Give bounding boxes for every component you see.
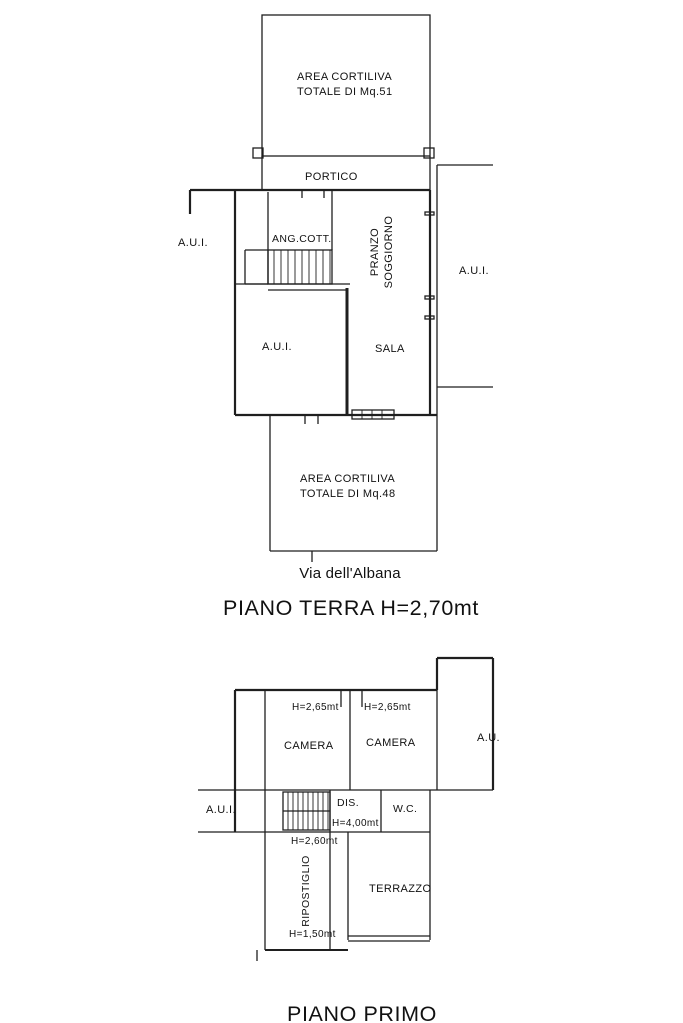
au-right-label: A.U. bbox=[477, 732, 500, 744]
dis-label: DIS. bbox=[337, 797, 359, 809]
terrace-parapet bbox=[348, 935, 430, 942]
portico-column-left bbox=[252, 147, 264, 159]
party-wall-horizontal bbox=[235, 283, 350, 291]
courtyard-bottom-label-line2: TOTALE DI Mq.48 bbox=[300, 488, 395, 500]
window-right-3 bbox=[424, 315, 435, 320]
ang-cott-label: ANG.COTT. bbox=[272, 233, 332, 245]
street-name-label: Via dell'Albana bbox=[299, 565, 401, 582]
portico-door-ticks bbox=[301, 190, 325, 198]
aui-right-label: A.U.I. bbox=[459, 265, 489, 277]
portico-label: PORTICO bbox=[305, 171, 358, 183]
first-floor-title: PIANO PRIMO bbox=[287, 1002, 437, 1023]
stairs-treads bbox=[273, 250, 331, 284]
terrazzo-label: TERRAZZO bbox=[369, 883, 432, 895]
courtyard-top-outline bbox=[261, 14, 431, 157]
dis-height-label: H=4,00mt bbox=[332, 818, 379, 829]
aui-inner-label: A.U.I. bbox=[262, 341, 292, 353]
camera-right-label: CAMERA bbox=[366, 737, 416, 749]
first-floor-labels: H=2,65mt H=2,65mt CAMERA CAMERA A.U. A.U… bbox=[206, 702, 500, 1023]
aui-left-first-label: A.U.I. bbox=[206, 804, 236, 816]
stairs-first-treads bbox=[287, 792, 329, 830]
stairs-landing bbox=[244, 249, 268, 285]
portico-walls bbox=[261, 156, 431, 190]
ground-floor: AREA CORTILIVA TOTALE DI Mq.51 PORTICO A… bbox=[178, 14, 493, 620]
window-right-1 bbox=[424, 211, 435, 216]
landing-height-label: H=2,60mt bbox=[291, 836, 338, 847]
camera-partition-ticks bbox=[340, 690, 363, 707]
courtyard-bottom-label-line1: AREA CORTILIVA bbox=[300, 473, 395, 485]
courtyard-bottom-outline bbox=[269, 387, 438, 552]
ripostiglio-height-label: H=1,50mt bbox=[289, 929, 336, 940]
first-floor-walls bbox=[198, 656, 495, 961]
first-floor-outer-walls bbox=[233, 656, 495, 832]
first-floor-vertical-walls bbox=[264, 690, 438, 950]
camera-right-height-label: H=2,65mt bbox=[364, 702, 411, 713]
camera-left-label: CAMERA bbox=[284, 740, 334, 752]
ground-floor-walls bbox=[188, 14, 493, 562]
neighbour-right-outline bbox=[436, 164, 493, 388]
sala-window-panes bbox=[361, 410, 383, 419]
wc-label: W.C. bbox=[393, 803, 417, 815]
window-right-2 bbox=[424, 295, 435, 300]
ripostiglio-label: RIPOSTIGLIO bbox=[300, 855, 312, 927]
portico-column-right bbox=[423, 147, 435, 159]
camera-left-height-label: H=2,65mt bbox=[292, 702, 339, 713]
ground-floor-labels: AREA CORTILIVA TOTALE DI Mq.51 PORTICO A… bbox=[178, 71, 489, 620]
courtyard-door-ticks bbox=[304, 415, 319, 424]
aui-left-label: A.U.I. bbox=[178, 237, 208, 249]
courtyard-top-label-line1: AREA CORTILIVA bbox=[297, 71, 392, 83]
first-floor-horizontal-walls bbox=[198, 789, 493, 833]
courtyard-top-label-line2: TOTALE DI Mq.51 bbox=[297, 86, 392, 98]
stairs-outline bbox=[267, 249, 333, 285]
pranzo-label: PRANZO bbox=[369, 228, 381, 276]
sala-window bbox=[351, 409, 395, 420]
soggiorno-label: SOGGIORNO bbox=[383, 216, 395, 289]
sala-label: SALA bbox=[375, 343, 405, 355]
ground-floor-title: PIANO TERRA H=2,70mt bbox=[223, 596, 479, 620]
building-outer-walls bbox=[188, 188, 437, 417]
first-floor: H=2,65mt H=2,65mt CAMERA CAMERA A.U. A.U… bbox=[198, 656, 500, 1023]
